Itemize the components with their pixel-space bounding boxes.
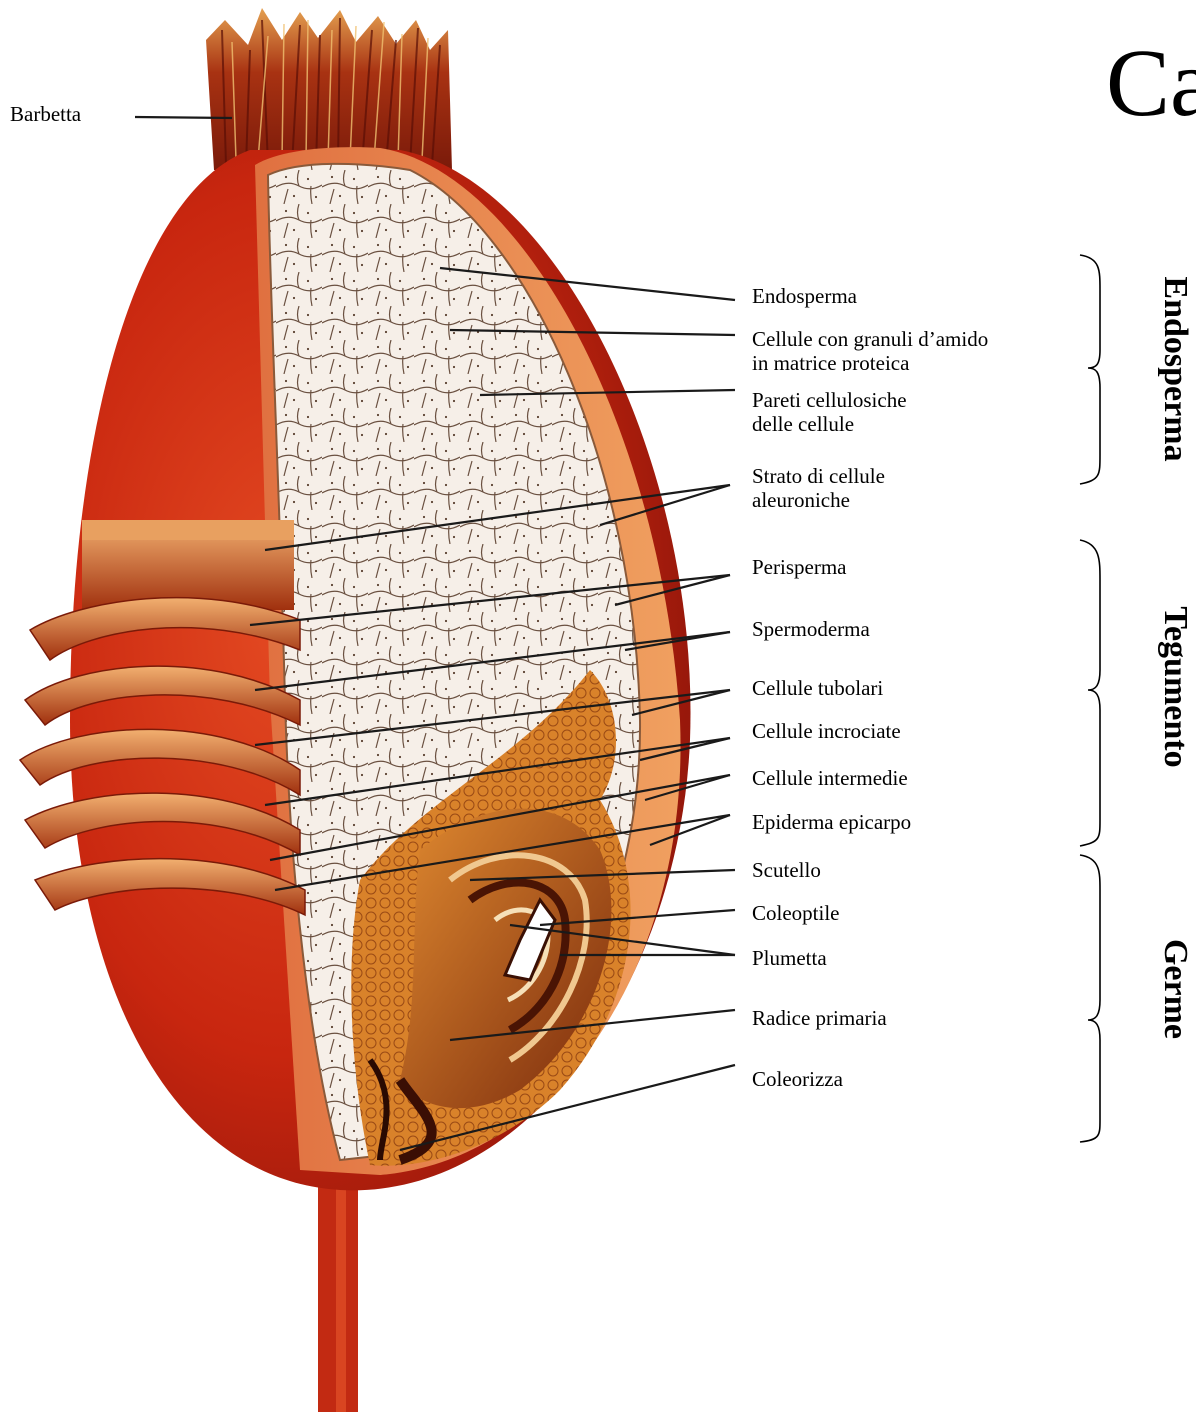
group-endosperma: Endosperma [1155,254,1195,484]
beard-hairs [206,8,452,170]
label-intermedie: Cellule intermedie [752,766,908,790]
label-pareti-line1: Pareti cellulosiche [752,388,907,412]
label-pareti-line2: delle cellule [752,412,907,436]
label-strato: Strato di cellule aleuroniche [752,464,885,512]
label-coleorizza: Coleorizza [752,1067,843,1091]
label-incrociate: Cellule incrociate [752,719,901,743]
label-strato-line2: aleuroniche [752,488,885,512]
label-radice: Radice primaria [752,1006,887,1030]
label-cellule-amido: Cellule con granuli d’amido in matrice p… [752,327,988,371]
title-fragment: Ca [1106,28,1196,138]
brace-germe [1080,855,1100,1142]
group-tegumento: Tegumento [1155,572,1195,802]
label-scutello: Scutello [752,858,821,882]
label-endosperma: Endosperma [752,284,857,308]
label-spermoderma: Spermoderma [752,617,870,641]
label-perisperma: Perisperma [752,555,846,579]
label-cellule-amido-line2: in matrice proteica [752,351,988,371]
label-barbetta: Barbetta [10,102,81,126]
label-tubolari: Cellule tubolari [752,676,883,700]
label-coleoptile: Coleoptile [752,901,840,925]
label-cellule-amido-line1: Cellule con granuli d’amido [752,327,988,351]
brace-tegumento [1080,540,1100,846]
label-plumetta: Plumetta [752,946,827,970]
label-epicarpo: Epiderma epicarpo [752,810,911,834]
brace-endosperma [1080,255,1100,484]
label-strato-line1: Strato di cellule [752,464,885,488]
label-pareti: Pareti cellulosiche delle cellule [752,388,907,436]
group-germe: Germe [1155,874,1195,1104]
